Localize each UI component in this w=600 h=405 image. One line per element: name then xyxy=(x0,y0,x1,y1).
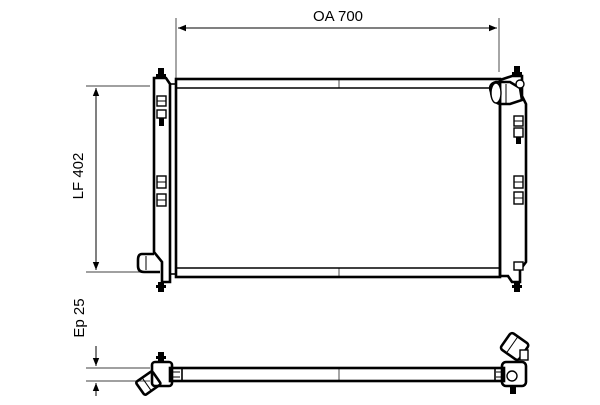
left-tank-body xyxy=(152,76,172,284)
right-bottom-mount-collar xyxy=(512,285,522,288)
right-inlet-opening xyxy=(490,82,502,104)
right-clip-2-stem xyxy=(516,137,521,144)
top-view-left-tank xyxy=(135,352,180,396)
depth-dimension-label: Ep 25 xyxy=(71,298,88,337)
height-dimension: LF 402 xyxy=(70,85,150,273)
top-view-left-outlet-band xyxy=(141,377,152,392)
right-tank xyxy=(488,66,528,292)
width-dimension: OA 700 xyxy=(175,8,500,78)
right-top-mount-peg xyxy=(514,66,520,76)
left-clip-2-stem xyxy=(159,118,164,126)
right-inlet-bleed-cap xyxy=(515,79,525,89)
left-tank xyxy=(136,68,176,292)
left-top-mount-peg xyxy=(158,68,164,78)
radiator-core xyxy=(174,77,502,279)
top-view-right-inlet-band xyxy=(506,336,519,354)
top-view-right-fitting xyxy=(519,349,529,361)
left-clip-2 xyxy=(156,109,167,119)
radiator-front-view xyxy=(136,66,528,292)
left-outlet-pipe xyxy=(136,252,160,274)
top-view-core xyxy=(168,366,506,383)
left-top-mount-collar xyxy=(156,74,166,77)
top-view-right-cap xyxy=(506,370,518,382)
right-clip-2 xyxy=(513,127,524,138)
width-dimension-label: OA 700 xyxy=(313,8,363,25)
right-drain-plug xyxy=(513,261,524,271)
top-view-left-outlet-body xyxy=(135,370,162,396)
right-inlet-pipe xyxy=(488,79,525,106)
left-bottom-mount-collar xyxy=(156,285,166,288)
right-top-mount-collar xyxy=(512,72,522,75)
depth-dimension: Ep 25 xyxy=(71,298,150,396)
top-view-left-peg-collar xyxy=(156,356,166,359)
top-view-right-tank xyxy=(496,331,530,394)
top-view-left-outlet-pipe xyxy=(135,370,162,396)
radiator-top-view xyxy=(135,331,530,396)
top-view-right-peg xyxy=(510,386,516,394)
height-dimension-label: LF 402 xyxy=(70,153,87,200)
